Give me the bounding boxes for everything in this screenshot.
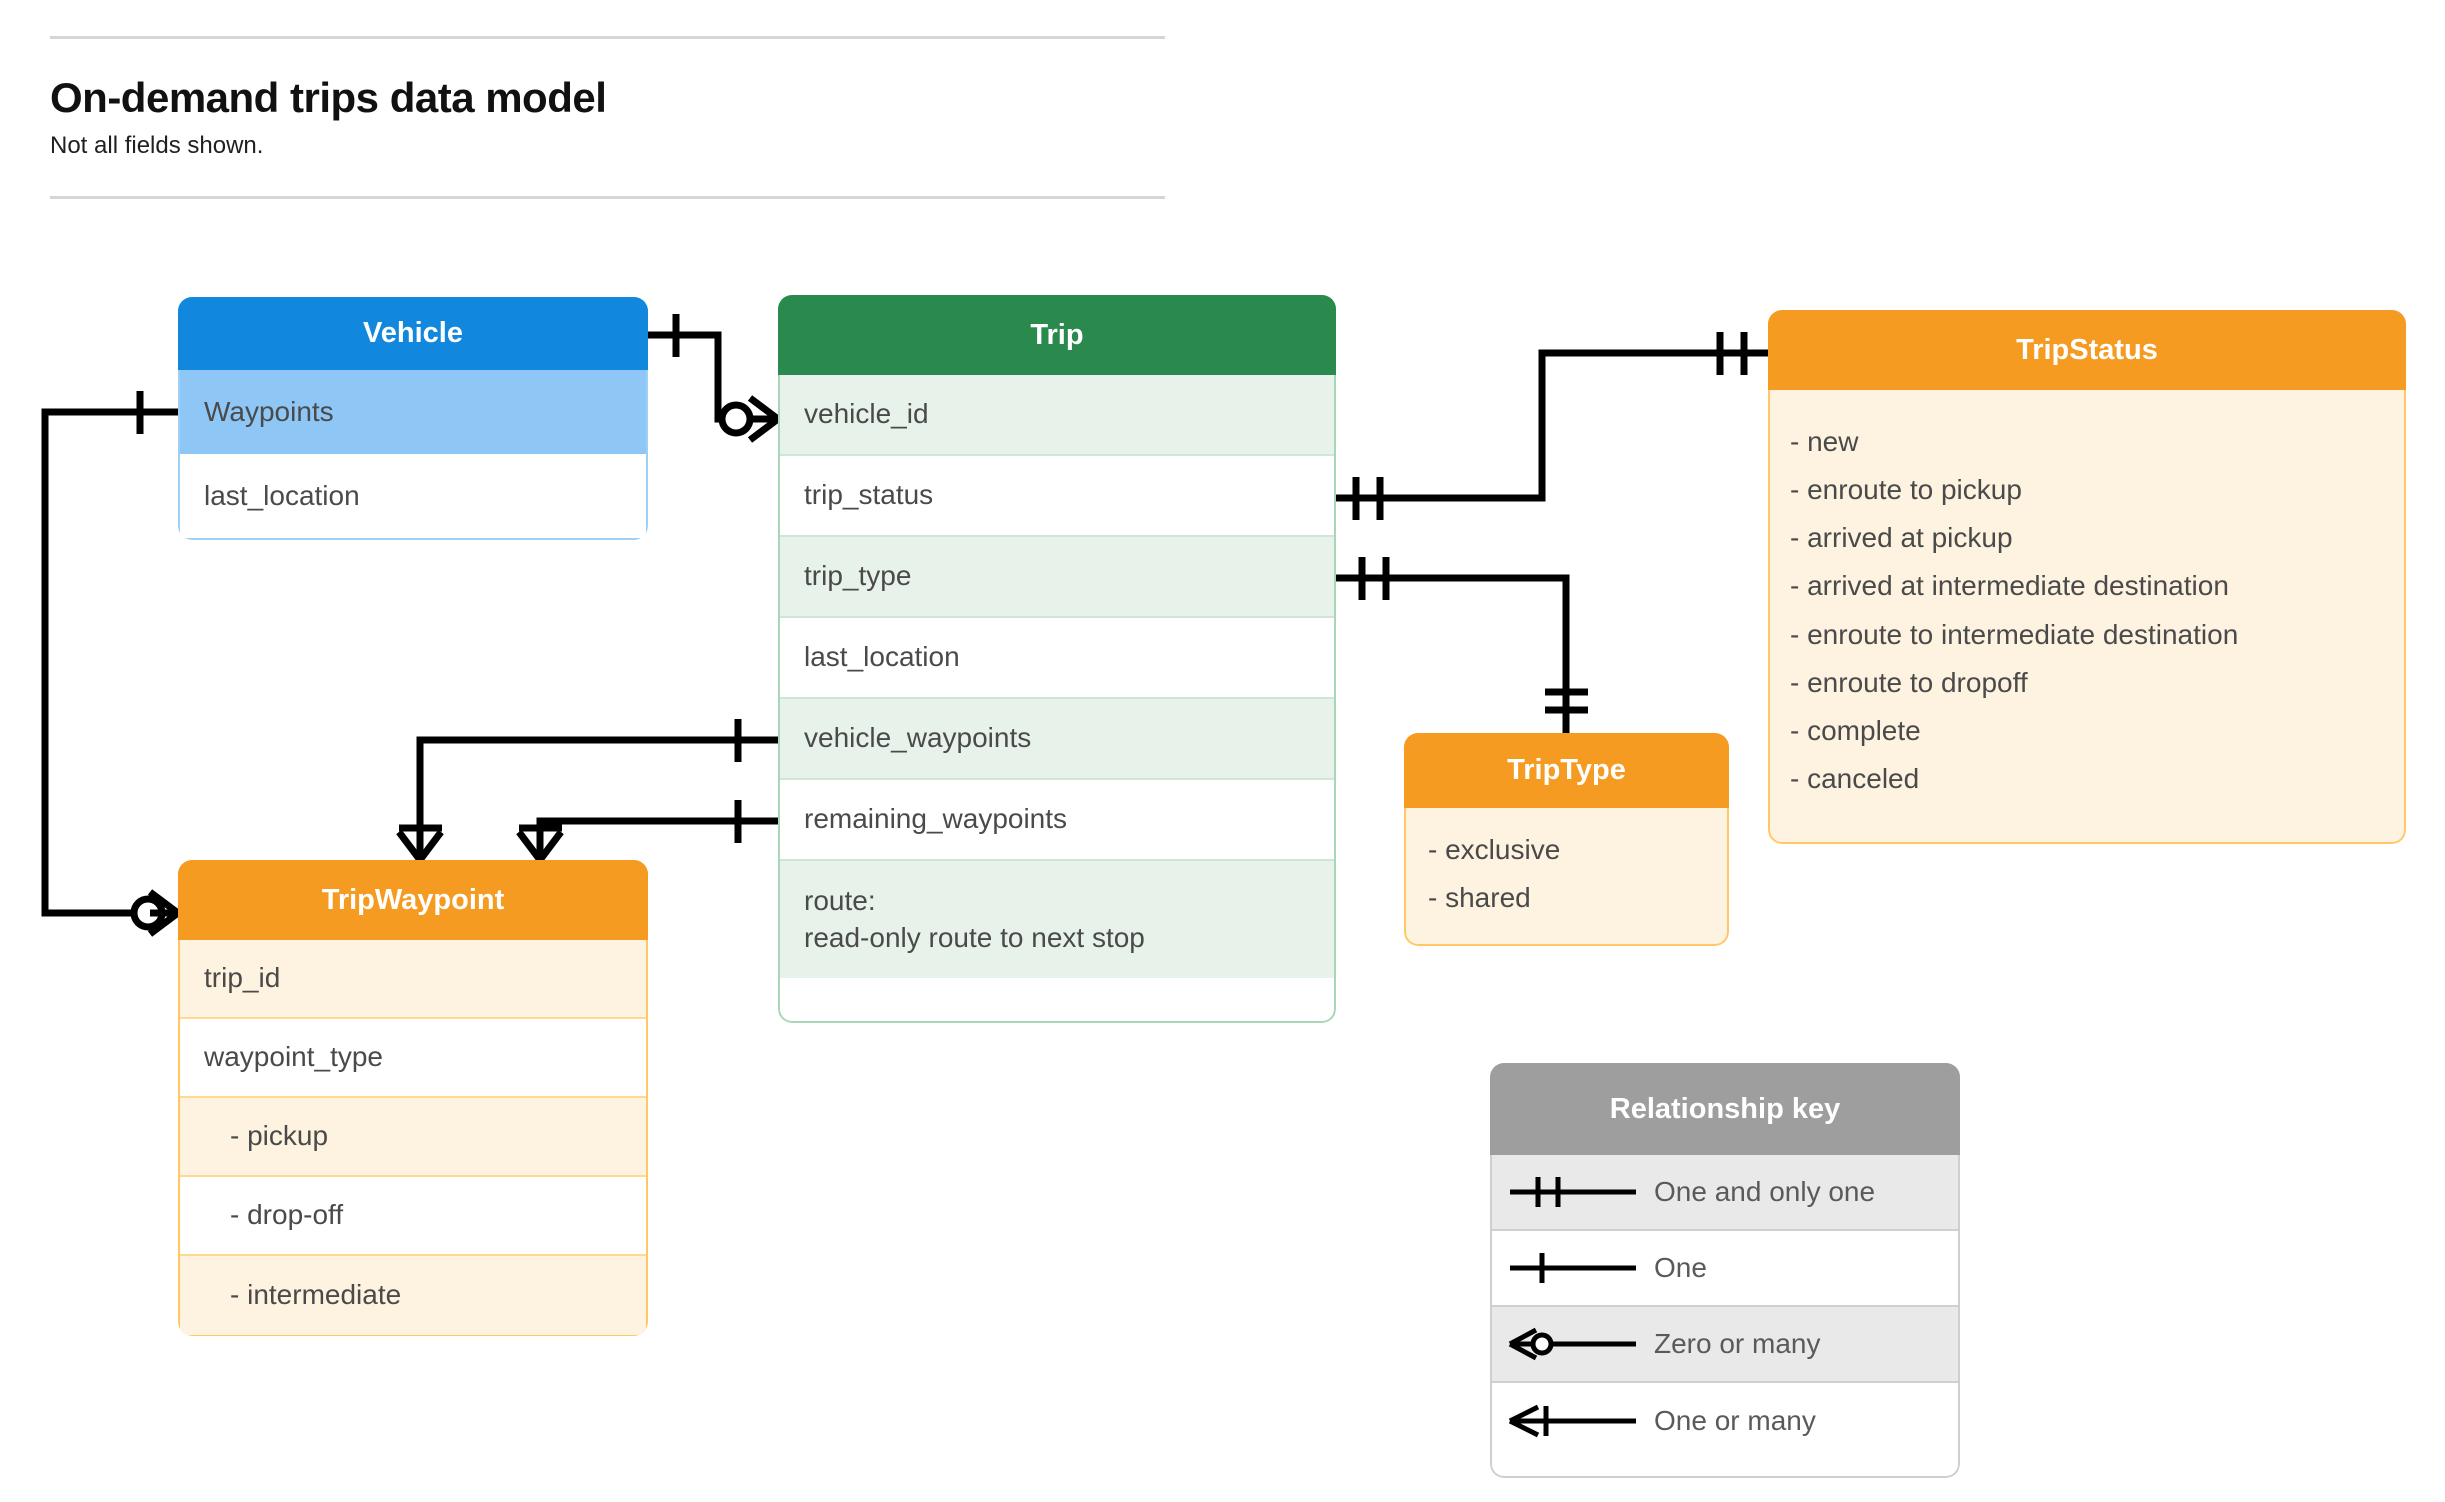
field-row: trip_type	[780, 537, 1334, 618]
connector-vehicle-waypoints-field	[416, 736, 778, 860]
connector-vehicle-to-trip	[648, 331, 778, 423]
enum-item: - canceled	[1790, 763, 1920, 795]
field-row: waypoint_type	[180, 1019, 646, 1098]
one-icon	[1506, 1248, 1654, 1288]
enum-item: - new	[1790, 426, 1859, 457]
enum-item: - shared	[1428, 882, 1531, 914]
legend-title: Relationship key	[1490, 1063, 1960, 1155]
legend-row: One and only one	[1492, 1155, 1958, 1231]
legend-row: One	[1492, 1231, 1958, 1307]
entity-trip-title: Trip	[778, 295, 1336, 375]
field-row: last_location	[180, 454, 646, 538]
legend-label: Zero or many	[1654, 1328, 1821, 1359]
entity-tripstatus-values: - new - enroute to pickup - arrived at p…	[1768, 390, 2406, 844]
zero-or-many-icon	[1506, 1324, 1654, 1364]
field-row: - pickup	[180, 1098, 646, 1177]
one-and-only-one-icon	[1506, 1172, 1654, 1212]
enum-item: - enroute to dropoff	[1790, 666, 2028, 698]
entity-tripwaypoint[interactable]: TripWaypoint trip_id waypoint_type - pic…	[178, 860, 648, 1336]
entity-trip[interactable]: Trip vehicle_id trip_status trip_type la…	[778, 295, 1336, 1023]
header-divider-top	[50, 36, 1165, 39]
enum-item: - exclusive	[1428, 834, 1561, 865]
entity-triptype[interactable]: TripType - exclusive - shared	[1404, 733, 1729, 946]
field-row: - intermediate	[180, 1256, 646, 1335]
entity-tripwaypoint-title: TripWaypoint	[178, 860, 648, 940]
cardinality-zero-circle	[130, 895, 166, 931]
field-row: - drop-off	[180, 1177, 646, 1256]
cardinality-many-crowsfoot	[147, 889, 181, 937]
field-row: vehicle_id	[780, 375, 1334, 456]
relationship-key-legend: Relationship key One and only one	[1490, 1063, 1960, 1478]
entity-vehicle-fields: Waypoints last_location	[178, 370, 648, 540]
field-row: trip_status	[780, 456, 1334, 537]
entity-vehicle-title: Vehicle	[178, 297, 648, 370]
legend-label: One or many	[1654, 1405, 1816, 1436]
enum-item: - complete	[1790, 714, 1921, 746]
field-row: route: read-only route to next stop	[780, 861, 1334, 978]
page-header: On-demand trips data model Not all field…	[50, 36, 1165, 199]
cardinality-many-crowsfoot	[396, 829, 444, 863]
enum-item: - enroute to pickup	[1790, 474, 2022, 506]
entity-tripstatus-title: TripStatus	[1768, 310, 2406, 390]
legend-label: One and only one	[1654, 1176, 1876, 1207]
entity-vehicle[interactable]: Vehicle Waypoints last_location	[178, 297, 648, 540]
legend-row: One or many	[1492, 1383, 1958, 1459]
enum-item: - arrived at intermediate destination	[1790, 570, 2229, 602]
entity-tripstatus[interactable]: TripStatus - new - enroute to pickup - a…	[1768, 310, 2406, 844]
connector-vehicle-waypoints-to-tripwaypoint	[41, 408, 178, 917]
cardinality-many-crowsfoot	[747, 395, 781, 443]
field-row: trip_id	[180, 940, 646, 1019]
page-subtitle: Not all fields shown.	[50, 132, 264, 160]
enum-item: - arrived at pickup	[1790, 522, 2013, 554]
cardinality-zero-circle	[718, 401, 754, 437]
field-row: last_location	[780, 618, 1334, 699]
entity-triptype-values: - exclusive - shared	[1404, 808, 1729, 946]
legend-rows: One and only one One	[1490, 1155, 1960, 1478]
field-row: remaining_waypoints	[780, 780, 1334, 861]
entity-trip-fields: vehicle_id trip_status trip_type last_lo…	[778, 375, 1336, 1023]
field-row: vehicle_waypoints	[780, 699, 1334, 780]
legend-label: One	[1654, 1252, 1707, 1283]
page-title: On-demand trips data model	[50, 74, 607, 121]
enum-item: - enroute to intermediate destination	[1790, 618, 2239, 650]
header-divider-bottom	[50, 195, 1165, 199]
entity-tripwaypoint-fields: trip_id waypoint_type - pickup - drop-of…	[178, 940, 648, 1336]
connector-remaining-waypoints-field	[536, 817, 778, 860]
one-or-many-icon	[1506, 1401, 1654, 1441]
connector-trip-to-triptype	[1336, 574, 1570, 733]
field-row: Waypoints	[180, 370, 646, 454]
legend-row: Zero or many	[1492, 1307, 1958, 1383]
connector-trip-to-tripstatus	[1336, 349, 1768, 502]
cardinality-many-crowsfoot	[516, 829, 564, 863]
entity-triptype-title: TripType	[1404, 733, 1729, 808]
